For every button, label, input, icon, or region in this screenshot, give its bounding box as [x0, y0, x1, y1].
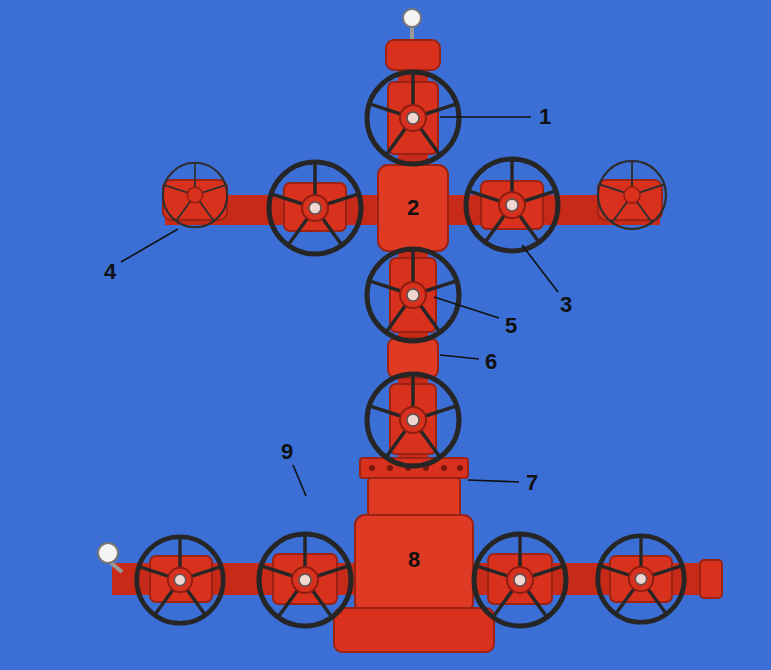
- leader-lines: [121, 117, 558, 496]
- handwheel: [269, 162, 361, 254]
- handwheel: [598, 536, 684, 622]
- pressure-gauge: [403, 9, 421, 27]
- tubing-head-adapter: [368, 478, 460, 516]
- handwheel: [259, 534, 351, 626]
- gauge-stem: [110, 562, 122, 572]
- handwheel: [474, 534, 566, 626]
- leader-line: [440, 116, 531, 118]
- casing-head: [355, 515, 473, 613]
- callout-number: 6: [485, 351, 497, 373]
- callout-number: 8: [408, 549, 420, 571]
- leader-line: [440, 355, 479, 359]
- callout-number: 1: [539, 106, 551, 128]
- handwheel: [466, 159, 558, 251]
- tee-cross: [378, 165, 448, 251]
- leader-line: [293, 465, 306, 496]
- callout-number: 5: [505, 315, 517, 337]
- leader-line: [468, 480, 519, 482]
- callout-number: 7: [526, 472, 538, 494]
- handwheel: [163, 163, 227, 227]
- tree-cap: [386, 40, 440, 70]
- handwheel: [367, 374, 459, 466]
- outlet-end-flange: [700, 560, 722, 598]
- callout-number: 3: [560, 294, 572, 316]
- handwheel: [367, 72, 459, 164]
- leader-line: [434, 297, 499, 318]
- leader-line: [121, 229, 178, 262]
- callout-number: 4: [104, 261, 116, 283]
- base-flange: [334, 608, 494, 652]
- callout-number: 9: [281, 441, 293, 463]
- handwheel: [367, 249, 459, 341]
- callout-number: 2: [407, 197, 419, 219]
- handwheel: [137, 537, 223, 623]
- handwheel: [598, 161, 666, 229]
- leader-line: [522, 245, 558, 292]
- pressure-gauge: [98, 543, 118, 563]
